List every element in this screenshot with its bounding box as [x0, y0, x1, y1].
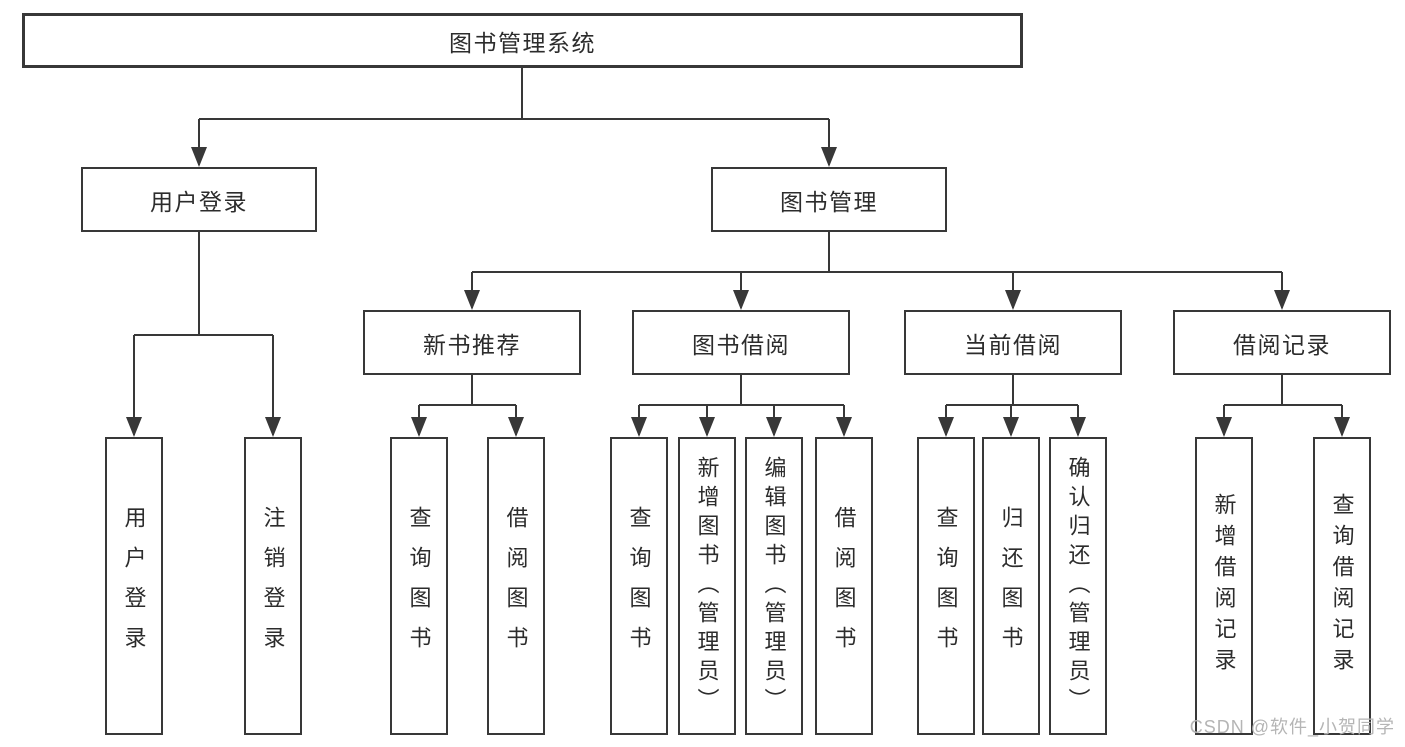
edge-userlogin-trunk — [134, 232, 273, 336]
node-current-borrowing: 当前借阅 — [904, 310, 1122, 375]
node-book-borrowing: 图书借阅 — [632, 310, 850, 375]
edge-root-trunk — [199, 68, 829, 120]
node-user-login: 用户登录 — [81, 167, 317, 232]
leaf-user-login: 用户登录 — [105, 437, 163, 735]
node-user-login-label: 用户登录 — [150, 188, 248, 215]
node-borrow-records-label: 借阅记录 — [1233, 331, 1331, 358]
leaf-confirm-return-admin-label: 确认归还（管理员） — [1065, 455, 1091, 717]
leaf-add-borrow-record: 新增借阅记录 — [1195, 437, 1253, 735]
node-book-management-label: 图书管理 — [780, 188, 878, 215]
node-book-borrowing-label: 图书借阅 — [692, 331, 790, 358]
leaf-add-book-admin-label: 新增图书（管理员） — [694, 455, 720, 717]
leaf-add-book-admin: 新增图书（管理员） — [678, 437, 736, 735]
edge-current-trunk — [946, 375, 1078, 406]
leaf-borrowing-query-book: 查询图书 — [610, 437, 668, 735]
node-book-management: 图书管理 — [711, 167, 947, 232]
leaf-recommend-query-book-label: 查询图书 — [406, 506, 432, 666]
leaf-add-borrow-record-label: 新增借阅记录 — [1211, 493, 1237, 679]
leaf-user-login-label: 用户登录 — [121, 506, 147, 666]
edge-newrec-trunk — [419, 375, 516, 406]
edge-bookmgmt-trunk — [472, 232, 1282, 273]
leaf-query-borrow-record: 查询借阅记录 — [1313, 437, 1371, 735]
csdn-watermark: CSDN @软件_小贺同学 — [1189, 717, 1395, 737]
leaf-current-query-book: 查询图书 — [917, 437, 975, 735]
leaf-recommend-borrow-book-label: 借阅图书 — [503, 506, 529, 666]
leaf-confirm-return-admin: 确认归还（管理员） — [1049, 437, 1107, 735]
leaf-logout: 注销登录 — [244, 437, 302, 735]
leaf-query-borrow-record-label: 查询借阅记录 — [1329, 493, 1355, 679]
leaf-logout-label: 注销登录 — [260, 506, 286, 666]
node-new-book-recommend-label: 新书推荐 — [423, 331, 521, 358]
leaf-recommend-query-book: 查询图书 — [390, 437, 448, 735]
edge-records-trunk — [1224, 375, 1342, 406]
leaf-borrowing-query-book-label: 查询图书 — [626, 506, 652, 666]
node-borrow-records: 借阅记录 — [1173, 310, 1391, 375]
leaf-return-book-label: 归还图书 — [998, 506, 1024, 666]
node-current-borrowing-label: 当前借阅 — [964, 331, 1062, 358]
leaf-current-query-book-label: 查询图书 — [933, 506, 959, 666]
node-root: 图书管理系统 — [22, 13, 1023, 68]
node-root-label: 图书管理系统 — [449, 29, 596, 56]
leaf-borrowing-borrow-book: 借阅图书 — [815, 437, 873, 735]
node-new-book-recommend: 新书推荐 — [363, 310, 581, 375]
leaf-recommend-borrow-book: 借阅图书 — [487, 437, 545, 735]
edge-borrow-trunk — [639, 375, 844, 406]
leaf-return-book: 归还图书 — [982, 437, 1040, 735]
leaf-borrowing-borrow-book-label: 借阅图书 — [831, 506, 857, 666]
leaf-edit-book-admin-label: 编辑图书（管理员） — [761, 455, 787, 717]
leaf-edit-book-admin: 编辑图书（管理员） — [745, 437, 803, 735]
